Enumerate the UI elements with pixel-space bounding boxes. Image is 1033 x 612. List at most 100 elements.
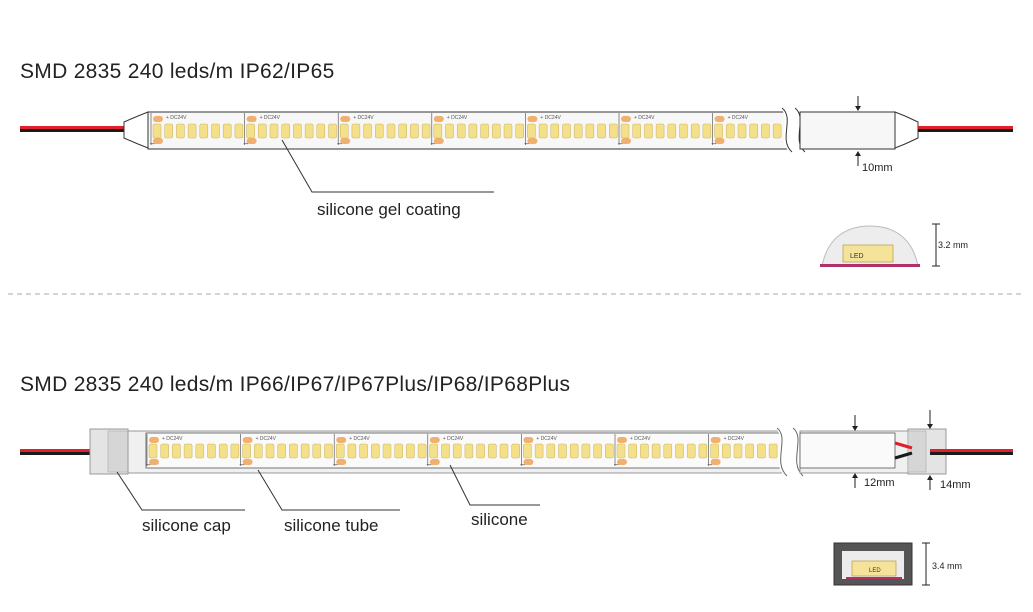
led-chip: [480, 123, 489, 139]
led-chip: [172, 443, 181, 459]
led-chip: [581, 443, 591, 459]
end-cap-left-1: [123, 111, 149, 149]
height-label-3-2mm: 3.2 mm: [938, 240, 969, 250]
solder-pad: [523, 437, 534, 443]
callout-silicone: silicone: [471, 510, 528, 529]
led-chip: [663, 443, 673, 459]
led-chip: [573, 123, 583, 139]
led-chip: [222, 123, 232, 139]
led-chip: [300, 443, 310, 459]
solder-pad: [527, 138, 538, 144]
minus-sign: –: [708, 460, 713, 469]
led-chip: [644, 123, 653, 139]
led-chip: [757, 443, 766, 459]
solder-pad: [336, 459, 347, 465]
led-chip: [246, 123, 255, 139]
solder-pad: [433, 116, 444, 122]
callout-line-gel: [281, 139, 494, 193]
wire-red-left-1: [20, 126, 125, 129]
solder-pad: [621, 116, 631, 122]
solder-pad: [714, 138, 725, 144]
strip-marking: + DC24V: [540, 115, 561, 121]
solder-pad: [433, 138, 444, 144]
strip-marking: + DC24V: [353, 115, 374, 121]
strip-marking: + DC24V: [634, 115, 655, 121]
solder-pad: [242, 459, 253, 465]
width-label-10mm: 10mm: [862, 162, 893, 174]
led-chip: [686, 443, 696, 459]
solder-pad: [246, 116, 257, 122]
led-chip: [152, 123, 162, 139]
led-chip: [148, 443, 158, 459]
solder-pad: [621, 138, 631, 144]
solder-pad: [429, 437, 440, 443]
led-chip: [562, 123, 571, 139]
minus-sign: –: [244, 139, 249, 148]
led-chip: [772, 123, 782, 139]
strip-marking: + DC24V: [536, 436, 557, 442]
led-chip: [468, 123, 478, 139]
led-chip: [515, 123, 524, 139]
led-chip: [242, 443, 251, 459]
led-chip: [410, 123, 419, 139]
led-chip: [714, 123, 723, 139]
strip-marking: + DC24V: [443, 436, 464, 442]
led-chip: [176, 123, 185, 139]
strip-marking: + DC24V: [728, 115, 749, 121]
wire-black-left-2: [20, 452, 100, 455]
led-chip: [382, 443, 392, 459]
led-chip: [277, 443, 286, 459]
led-chip: [476, 443, 485, 459]
led-label-1: LED: [850, 253, 864, 260]
led-chip: [698, 443, 708, 459]
wire-red-right-1: [918, 126, 1013, 129]
led-chip: [316, 123, 326, 139]
strip-marking: + DC24V: [630, 436, 651, 442]
led-chip: [605, 443, 614, 459]
callout-silicone-gel-coating: silicone gel coating: [317, 200, 461, 219]
solder-pad: [242, 437, 253, 443]
led-chip: [265, 443, 275, 459]
minus-sign: –: [146, 460, 151, 469]
led-label-2: LED: [869, 568, 881, 574]
led-chip: [359, 443, 368, 459]
strip-marking: + DC24V: [256, 436, 277, 442]
section-1-title: SMD 2835 240 leds/m IP62/IP65: [20, 60, 335, 83]
led-chip: [258, 123, 267, 139]
solder-pad: [246, 138, 257, 144]
wire-red-left-2: [20, 449, 100, 452]
led-chip: [441, 443, 450, 459]
led-chip: [339, 123, 349, 139]
callout-silicone-tube: silicone tube: [284, 516, 379, 535]
solder-pad: [153, 116, 163, 122]
led-chip: [218, 443, 228, 459]
minus-sign: –: [150, 139, 155, 148]
led-chip: [690, 123, 700, 139]
led-chip: [550, 123, 560, 139]
height-label-3-4mm: 3.4 mm: [932, 561, 963, 571]
led-chip: [398, 123, 407, 139]
led-chip: [667, 123, 677, 139]
led-chip: [335, 443, 345, 459]
led-chip: [187, 123, 197, 139]
solder-pad: [153, 138, 163, 144]
led-chip: [293, 123, 302, 139]
minus-sign: –: [712, 139, 717, 148]
end-cap-right-1: [894, 111, 919, 149]
led-chip: [230, 443, 240, 459]
led-chip: [375, 123, 384, 139]
callout-line-cap: [116, 471, 245, 511]
minus-sign: –: [614, 460, 619, 469]
led-chip: [675, 443, 684, 459]
led-chip: [160, 443, 169, 459]
led-chip: [312, 443, 322, 459]
led-chip: [745, 443, 754, 459]
led-chip: [503, 123, 513, 139]
led-chip: [585, 123, 595, 139]
led-chip: [406, 443, 415, 459]
led-chip: [324, 443, 333, 459]
solder-pad: [523, 459, 534, 465]
led-chip: [722, 443, 731, 459]
width-label-14mm: 14mm: [940, 479, 971, 491]
